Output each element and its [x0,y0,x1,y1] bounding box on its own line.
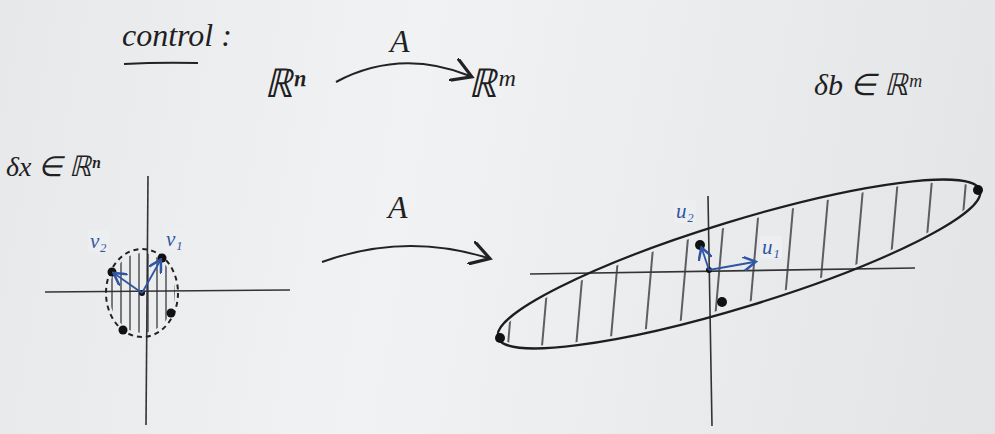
vector-label: u₂ [674,200,696,223]
point [495,333,505,343]
point [973,185,983,195]
hatching [109,253,175,333]
image-ellipse [485,149,992,379]
point [119,326,128,335]
point [167,309,176,318]
hatching [490,154,987,374]
vector [709,262,754,270]
point [695,240,705,250]
map-label: A [386,190,410,225]
vector [702,249,709,270]
vector-label: v₁ [164,228,185,251]
space-label: δx ∈ ℝⁿ [4,152,102,183]
point [158,254,167,263]
space-label: ℝᵐ [466,62,516,106]
unit-circle [106,249,178,337]
map-label: A [388,24,412,59]
vector [115,274,142,293]
space-label: δb ∈ ℝᵐ [812,68,922,101]
title-label: control : [120,18,234,53]
vector-label: u₁ [760,236,782,259]
space-label: ℝⁿ [262,62,308,106]
point [717,297,727,307]
map-arrow [336,63,470,82]
map-arrow [322,246,488,262]
underline [124,63,198,64]
vector [142,261,160,293]
vector-label: v₂ [88,230,109,253]
